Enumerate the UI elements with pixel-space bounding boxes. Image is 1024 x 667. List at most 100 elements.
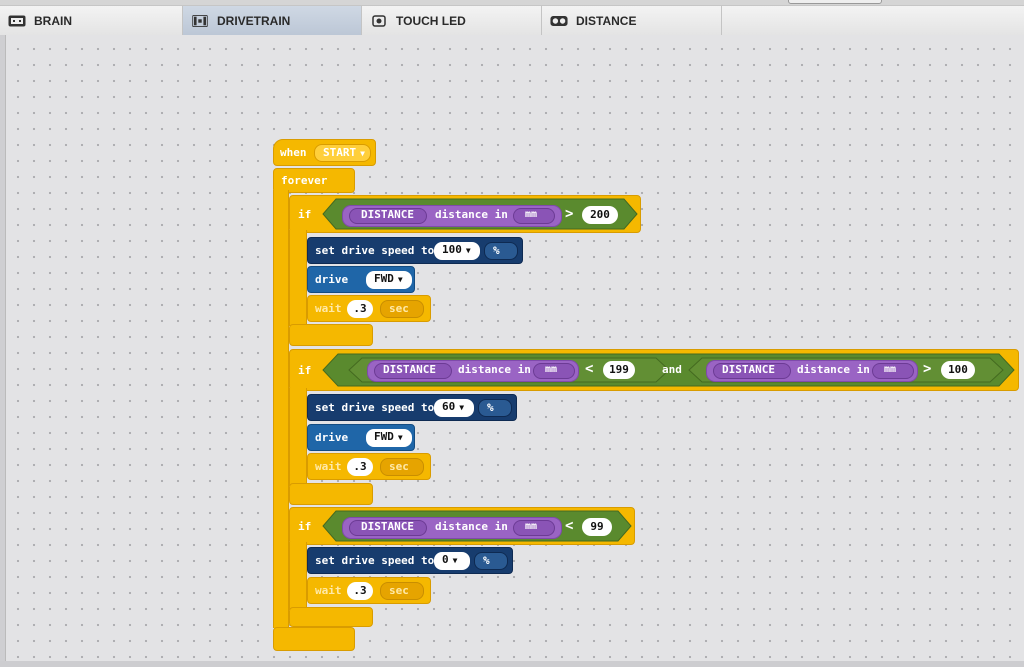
wait-label: wait <box>315 302 342 315</box>
time-unit-dropdown[interactable]: sec <box>380 582 424 600</box>
if-bottom-1 <box>289 324 373 346</box>
sensor-dropdown[interactable] <box>349 208 427 224</box>
reading-label: distance in <box>797 363 870 376</box>
forever-label: forever <box>281 174 328 187</box>
dropdown-arrow-icon: ▼ <box>360 149 365 158</box>
unit-value: mm <box>525 521 538 532</box>
sensor-name: DISTANCE <box>361 208 414 221</box>
reading-label: distance in <box>435 520 508 533</box>
left-edge <box>0 35 5 661</box>
unit-value: % <box>483 554 490 567</box>
wait-field[interactable]: .3 <box>347 458 373 476</box>
if-block-2[interactable]: if DISTANCE distance in mm < 199 and DIS… <box>289 349 1019 391</box>
tab-drivetrain[interactable]: DRIVETRAIN <box>183 6 362 35</box>
forever-bottom <box>273 627 355 651</box>
wait-field[interactable]: .3 <box>347 300 373 318</box>
top-button[interactable] <box>788 0 882 4</box>
drive-label: drive <box>315 431 349 444</box>
if-arm-1 <box>289 230 307 326</box>
unit-value: % <box>487 401 494 414</box>
tab-distance[interactable]: DISTANCE <box>542 6 722 35</box>
threshold-field[interactable]: 200 <box>582 206 618 224</box>
operator: < <box>565 518 574 534</box>
event-value: START <box>323 146 357 159</box>
if-label: if <box>298 520 312 533</box>
reading-label: distance in <box>435 208 508 221</box>
drivetrain-icon <box>192 14 208 27</box>
operator: > <box>565 206 574 222</box>
tab-label: DRIVETRAIN <box>217 13 291 28</box>
if-bottom-2 <box>289 483 373 505</box>
sensor-name: DISTANCE <box>722 363 775 376</box>
set-drive-speed-block-2[interactable]: set drive speed to 60▼ % <box>307 394 517 421</box>
drive-label: drive <box>315 273 349 286</box>
speed-dropdown[interactable]: 60▼ <box>434 399 474 417</box>
speed-value: 0 <box>442 553 449 566</box>
unit-dropdown[interactable] <box>533 363 575 379</box>
forever-block[interactable]: forever <box>273 168 355 193</box>
direction-dropdown[interactable]: FWD▼ <box>366 429 412 447</box>
distance-sensor-block[interactable]: DISTANCE distance in mm <box>342 517 562 539</box>
drive-block-1[interactable]: drive FWD▼ <box>307 266 415 293</box>
tab-label: BRAIN <box>34 13 72 28</box>
set-drive-speed-block-1[interactable]: set drive speed to 100▼ % <box>307 237 523 264</box>
if-label: if <box>298 208 312 221</box>
dropdown-arrow-icon: ▼ <box>397 433 403 442</box>
if-block-1[interactable]: if DISTANCE distance in mm > 200 <box>289 195 641 233</box>
wait-block-2[interactable]: wait .3 sec <box>307 453 431 480</box>
unit-dropdown[interactable] <box>513 208 555 224</box>
distance-sensor-block[interactable]: DISTANCE distance in mm <box>342 205 562 227</box>
speed-value: 100 <box>442 243 462 256</box>
wait-block-1[interactable]: wait .3 sec <box>307 295 431 322</box>
time-unit: sec <box>389 584 409 597</box>
sensor-dropdown[interactable] <box>374 363 452 379</box>
threshold-field[interactable]: 100 <box>941 361 975 379</box>
forever-arm <box>273 190 289 628</box>
speed-dropdown[interactable]: 100▼ <box>434 242 480 260</box>
event-dropdown[interactable]: START▼ <box>314 144 371 162</box>
direction-dropdown[interactable]: FWD▼ <box>366 271 412 289</box>
tab-brain[interactable]: BRAIN <box>0 6 183 35</box>
unit-dropdown[interactable]: % <box>478 399 512 417</box>
unit-value: % <box>493 244 500 257</box>
dropdown-arrow-icon: ▼ <box>452 556 458 565</box>
touch-led-icon <box>372 14 386 27</box>
distance-sensor-block[interactable]: DISTANCE distance in mm <box>367 360 579 382</box>
threshold-field[interactable]: 199 <box>603 361 635 379</box>
horizontal-scrollbar[interactable] <box>0 661 1024 667</box>
unit-value: mm <box>545 364 558 375</box>
wait-label: wait <box>315 460 342 473</box>
distance-sensor-block[interactable]: DISTANCE distance in mm <box>706 360 918 382</box>
time-unit-dropdown[interactable]: sec <box>380 300 424 318</box>
unit-dropdown[interactable] <box>513 520 555 536</box>
unit-dropdown[interactable]: % <box>484 242 518 260</box>
set-drive-speed-block-3[interactable]: set drive speed to 0▼ % <box>307 547 513 574</box>
when-label: when <box>280 146 307 159</box>
when-started-block[interactable]: when START▼ <box>273 139 376 166</box>
dropdown-arrow-icon: ▼ <box>459 403 465 412</box>
if-block-3[interactable]: if DISTANCE distance in mm < 99 <box>289 507 635 545</box>
if-arm-3 <box>289 542 307 610</box>
tab-label: DISTANCE <box>576 13 637 28</box>
wait-block-3[interactable]: wait .3 sec <box>307 577 431 604</box>
sensor-dropdown[interactable] <box>713 363 791 379</box>
direction-value: FWD <box>374 430 394 443</box>
unit-value: mm <box>525 209 538 220</box>
unit-dropdown[interactable] <box>872 363 914 379</box>
wait-field[interactable]: .3 <box>347 582 373 600</box>
top-strip <box>0 0 1024 5</box>
time-unit-dropdown[interactable]: sec <box>380 458 424 476</box>
unit-dropdown[interactable]: % <box>474 552 508 570</box>
operator: > <box>923 361 932 377</box>
tab-touch-led[interactable]: TOUCH LED <box>362 6 542 35</box>
code-workspace[interactable] <box>5 35 1024 661</box>
speed-dropdown[interactable]: 0▼ <box>434 552 470 570</box>
device-tab-bar: BRAIN DRIVETRAIN TOUCH LED DISTANCE <box>0 5 1024 36</box>
speed-label: set drive speed to <box>315 401 435 414</box>
sensor-dropdown[interactable] <box>349 520 427 536</box>
drive-block-2[interactable]: drive FWD▼ <box>307 424 415 451</box>
and-label: and <box>662 363 682 376</box>
threshold-field[interactable]: 99 <box>582 518 612 536</box>
time-unit: sec <box>389 302 409 315</box>
dropdown-arrow-icon: ▼ <box>397 275 403 284</box>
